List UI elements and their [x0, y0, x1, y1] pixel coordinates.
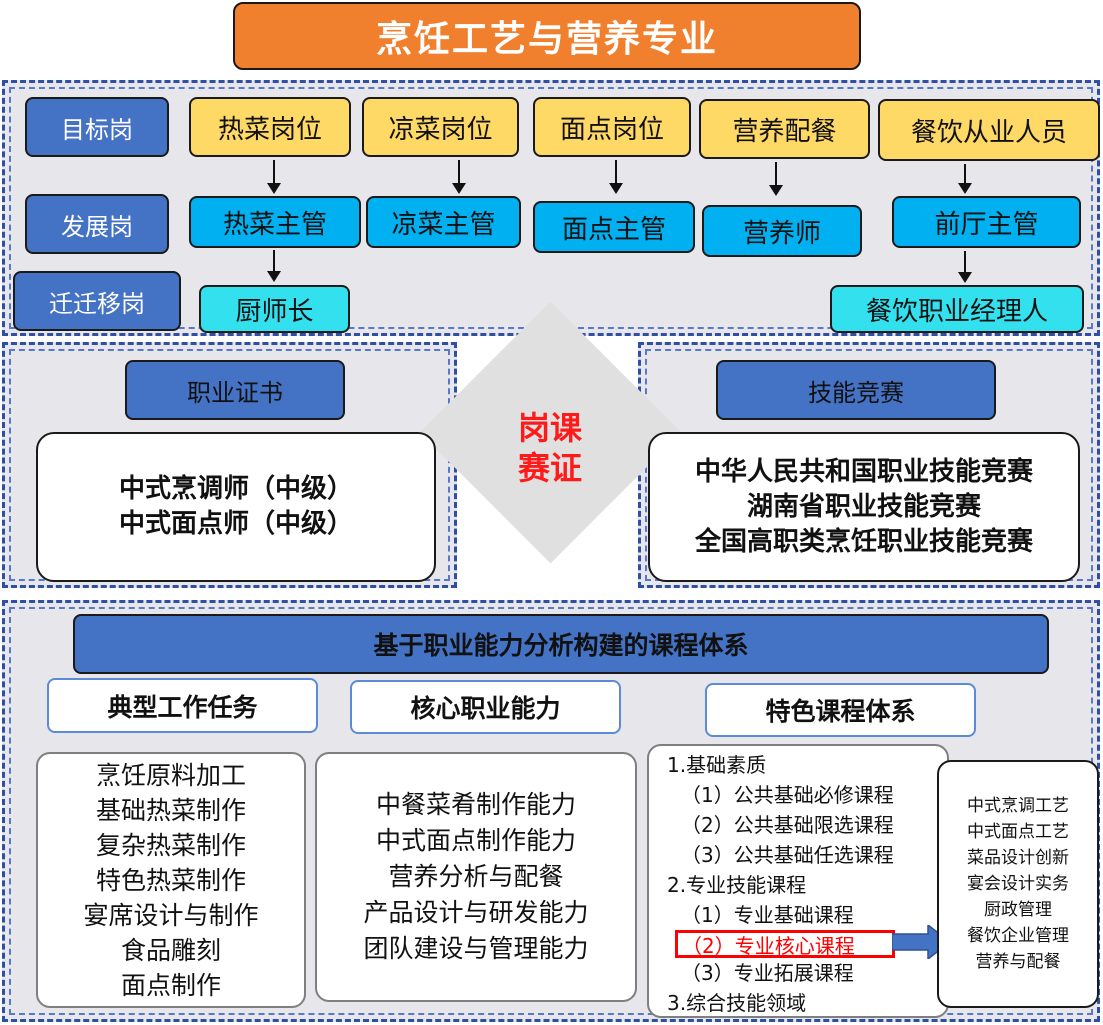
core-course-item: 餐饮企业管理: [967, 926, 1069, 946]
target-catering-staff: 餐饮从业人员: [878, 99, 1100, 161]
tasks-header: 典型工作任务: [47, 678, 318, 733]
arrow-icon: [958, 164, 972, 194]
center-label-line2: 赛证: [517, 449, 582, 487]
competition-header: 技能竞赛: [716, 360, 996, 420]
certificate-list: 中式烹调师（中级） 中式面点师（中级）: [36, 432, 436, 582]
core-courses-list: 中式烹调工艺 中式面点工艺 菜品设计创新 宴会设计实务 厨政管理 餐饮企业管理 …: [937, 760, 1099, 1008]
ability-item: 产品设计与研发能力: [363, 898, 589, 927]
system-item: （1）专业基础课程: [681, 903, 854, 927]
center-label-line1: 岗课: [517, 409, 582, 447]
dev-pastry-supervisor: 面点主管: [533, 201, 695, 253]
task-item: 复杂热菜制作: [95, 830, 246, 860]
system-header: 特色课程体系: [705, 683, 976, 737]
ability-item: 团队建设与管理能力: [363, 934, 589, 963]
core-course-item: 菜品设计创新: [967, 848, 1069, 868]
system-item: 1.基础素质: [667, 753, 767, 777]
system-item: （3）专业拓展课程: [681, 961, 854, 985]
core-course-item: 厨政管理: [984, 900, 1052, 920]
system-item: （3）公共基础任选课程: [681, 843, 894, 867]
row-label-target: 目标岗: [25, 97, 169, 157]
arrow-icon: [452, 160, 466, 194]
target-pastry: 面点岗位: [533, 97, 691, 157]
system-item: 2.专业技能课程: [667, 873, 807, 897]
arrow-icon: [769, 162, 783, 196]
dev-nutritionist: 营养师: [702, 205, 862, 257]
row-label-transfer: 迁迁移岗: [13, 271, 181, 331]
core-course-item: 营养与配餐: [975, 952, 1061, 972]
center-label: 岗课 赛证: [480, 408, 620, 488]
arrow-icon: [267, 160, 281, 194]
dev-hot-dish-supervisor: 热菜主管: [189, 196, 361, 248]
task-item: 特色热菜制作: [95, 865, 246, 895]
arrow-icon: [609, 160, 623, 194]
ability-item: 中式面点制作能力: [375, 826, 576, 855]
core-course-item: 中式烹调工艺: [967, 796, 1069, 816]
certificate-header: 职业证书: [125, 360, 345, 420]
target-cold-dish: 凉菜岗位: [362, 97, 519, 157]
abilities-list: 中餐菜肴制作能力 中式面点制作能力 营养分析与配餐 产品设计与研发能力 团队建设…: [315, 752, 637, 1002]
ability-item: 中餐菜肴制作能力: [375, 790, 576, 819]
target-hot-dish: 热菜岗位: [189, 97, 351, 157]
competition-item: 中华人民共和国职业技能竞赛: [694, 456, 1033, 487]
system-item: 3.综合技能领域: [667, 991, 807, 1015]
certificate-item: 中式面点师（中级）: [118, 509, 353, 539]
row-label-development: 发展岗: [25, 194, 169, 254]
ability-item: 营养分析与配餐: [388, 862, 564, 891]
task-item: 基础热菜制作: [95, 795, 246, 825]
tasks-list: 烹饪原料加工 基础热菜制作 复杂热菜制作 特色热菜制作 宴席设计与制作 食品雕刻…: [36, 752, 306, 1008]
system-item: （2）公共基础限选课程: [681, 813, 894, 837]
transfer-catering-manager: 餐饮职业经理人: [830, 285, 1084, 333]
system-list: 1.基础素质 （1）公共基础必修课程 （2）公共基础限选课程 （3）公共基础任选…: [647, 744, 949, 1018]
certificate-item: 中式烹调师（中级）: [118, 474, 353, 504]
core-course-item: 宴会设计实务: [967, 874, 1069, 894]
system-item: （1）公共基础必修课程: [681, 783, 894, 807]
task-item: 食品雕刻: [120, 935, 221, 965]
transfer-head-chef: 厨师长: [199, 285, 350, 333]
dev-cold-dish-supervisor: 凉菜主管: [366, 196, 521, 248]
abilities-header: 核心职业能力: [350, 680, 621, 734]
curriculum-header: 基于职业能力分析构建的课程体系: [73, 614, 1049, 674]
task-item: 宴席设计与制作: [83, 900, 259, 930]
arrow-icon: [958, 251, 972, 283]
target-nutrition: 营养配餐: [699, 99, 870, 159]
system-item-highlighted: （2）专业核心课程: [675, 930, 895, 958]
competition-list: 中华人民共和国职业技能竞赛 湖南省职业技能竞赛 全国高职类烹饪职业技能竞赛: [648, 432, 1080, 582]
task-item: 烹饪原料加工: [95, 760, 246, 790]
competition-item: 湖南省职业技能竞赛: [746, 491, 981, 522]
task-item: 面点制作: [120, 970, 221, 1000]
dev-front-hall-supervisor: 前厅主管: [892, 196, 1081, 248]
page-title: 烹饪工艺与营养专业: [233, 2, 861, 70]
competition-item: 全国高职类烹饪职业技能竞赛: [694, 526, 1033, 557]
arrow-icon: [267, 250, 281, 282]
core-course-item: 中式面点工艺: [967, 822, 1069, 842]
